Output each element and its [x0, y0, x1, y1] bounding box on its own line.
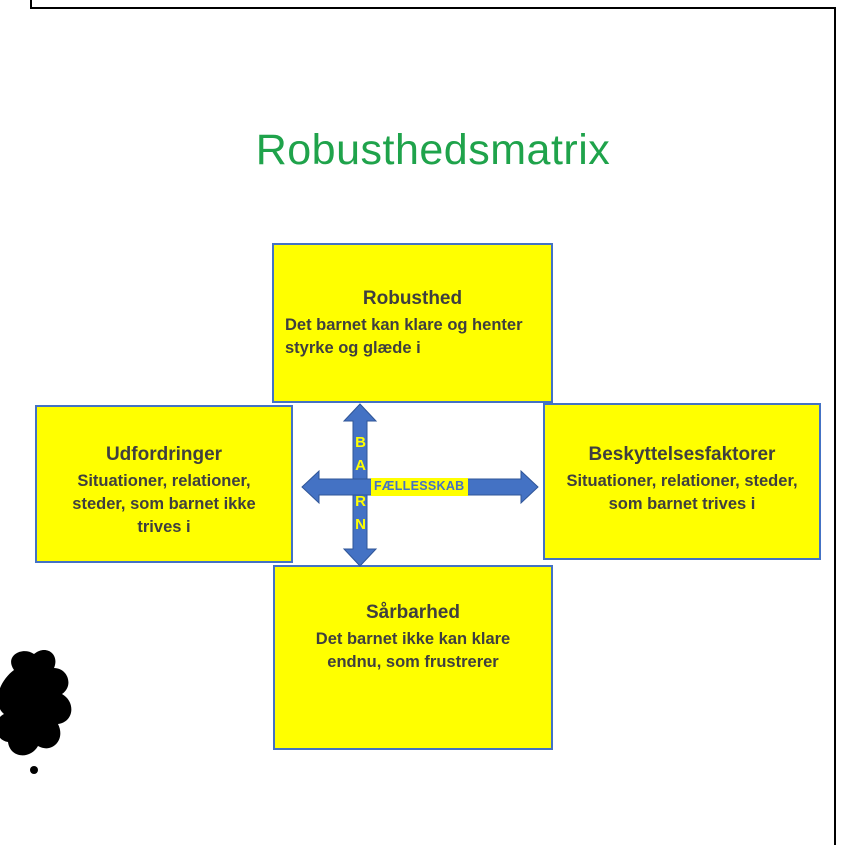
- box-robusthed: Robusthed Det barnet kan klare og henter…: [272, 243, 553, 403]
- page-title: Robusthedsmatrix: [255, 126, 611, 174]
- frame-border-tick: [30, 0, 32, 9]
- barn-letter-b: B: [355, 434, 366, 451]
- barn-letter-n: N: [355, 516, 366, 533]
- box-udfordringer-body-line: steder, som barnet ikke: [72, 494, 256, 513]
- box-udfordringer-body-line: trives i: [137, 517, 191, 536]
- box-udfordringer: Udfordringer Situationer, relationer, st…: [35, 405, 293, 563]
- frame-border-top: [30, 7, 836, 9]
- ink-blob: [0, 650, 72, 774]
- faellesskab-label: FÆLLESSKAB: [371, 478, 468, 496]
- box-saarbarhed-heading: Sårbarhed: [366, 602, 460, 623]
- frame-border-right: [834, 7, 836, 845]
- box-beskyttelsesfaktorer-body-line: som barnet trives i: [608, 494, 756, 513]
- box-robusthed-heading: Robusthed: [362, 288, 463, 309]
- barn-letter-r: R: [355, 493, 366, 510]
- box-saarbarhed-body-line: endnu, som frustrerer: [327, 652, 499, 671]
- box-robusthed-body-line: Det barnet kan klare og henter: [285, 315, 523, 334]
- box-robusthed-body-line: styrke og glæde i: [285, 338, 421, 357]
- box-udfordringer-heading: Udfordringer: [105, 444, 223, 465]
- barn-letter-a: A: [355, 457, 366, 474]
- box-beskyttelsesfaktorer-heading: Beskyttelsesfaktorer: [588, 444, 776, 465]
- box-beskyttelsesfaktorer: Beskyttelsesfaktorer Situationer, relati…: [543, 403, 821, 560]
- box-saarbarhed-body-line: Det barnet ikke kan klare: [315, 629, 511, 648]
- box-udfordringer-body-line: Situationer, relationer,: [77, 471, 251, 490]
- box-saarbarhed: Sårbarhed Det barnet ikke kan klare endn…: [273, 565, 553, 750]
- box-beskyttelsesfaktorer-body-line: Situationer, relationer, steder,: [566, 471, 798, 490]
- ink-blob-shape: [0, 650, 72, 756]
- ink-speck: [30, 766, 38, 774]
